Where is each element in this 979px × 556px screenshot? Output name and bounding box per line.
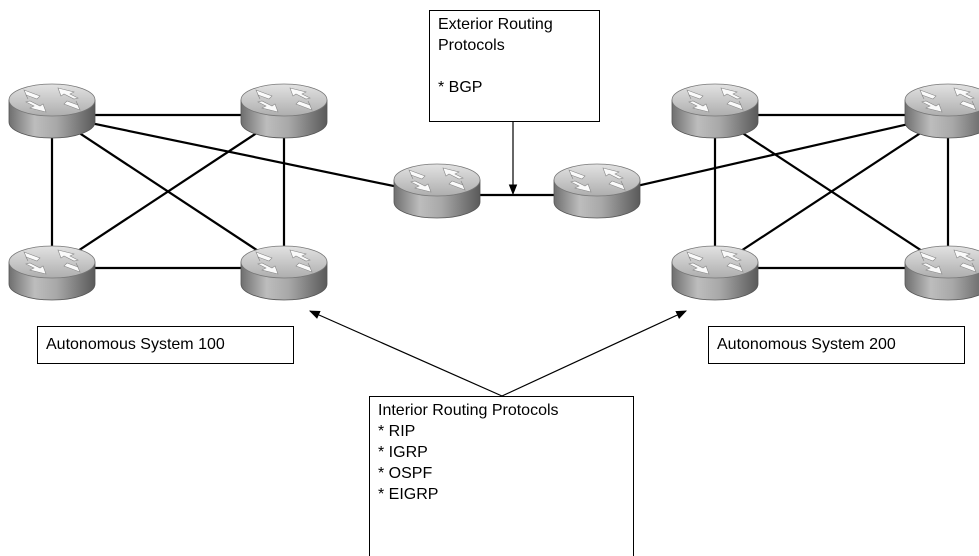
as200-label-box: Autonomous System 200: [708, 326, 965, 364]
router-icon: [553, 163, 641, 219]
link: [51, 113, 438, 197]
arrow-to-as200: [501, 310, 687, 397]
as100-links: [50, 113, 286, 270]
router-icon: [8, 245, 96, 301]
interior-protocol-item: * RIP: [378, 423, 416, 440]
link: [596, 113, 949, 197]
arrow-to-as100: [309, 310, 503, 397]
exterior-title-line1: Exterior Routing: [438, 16, 553, 33]
exterior-links: [51, 113, 949, 197]
router-icon: [8, 83, 96, 139]
router-icon: [240, 245, 328, 301]
interior-protocol-item: * IGRP: [378, 444, 428, 461]
interior-protocol-item: * EIGRP: [378, 486, 439, 503]
interior-protocol-item: * OSPF: [378, 465, 433, 482]
arrows: [309, 122, 687, 397]
router-icon: [904, 83, 979, 139]
network-diagram: [8, 83, 979, 397]
router-icon: [240, 83, 328, 139]
as100-label: Autonomous System 100: [46, 336, 225, 353]
exterior-protocols-box: Exterior Routing Protocols * BGP: [429, 10, 600, 122]
router-icon: [671, 83, 759, 139]
router-icon: [671, 245, 759, 301]
as100-label-box: Autonomous System 100: [37, 326, 294, 364]
link: [51, 114, 285, 269]
as200-label: Autonomous System 200: [717, 336, 896, 353]
exterior-title-line2: Protocols: [438, 37, 505, 54]
interior-title: Interior Routing Protocols: [378, 402, 559, 419]
router-icon: [904, 245, 979, 301]
as200-links: [713, 113, 950, 270]
router-icon: [393, 163, 481, 219]
link: [714, 114, 949, 269]
interior-protocols-box: Interior Routing Protocols * RIP * IGRP …: [369, 396, 634, 556]
exterior-protocol-item: * BGP: [438, 79, 483, 96]
